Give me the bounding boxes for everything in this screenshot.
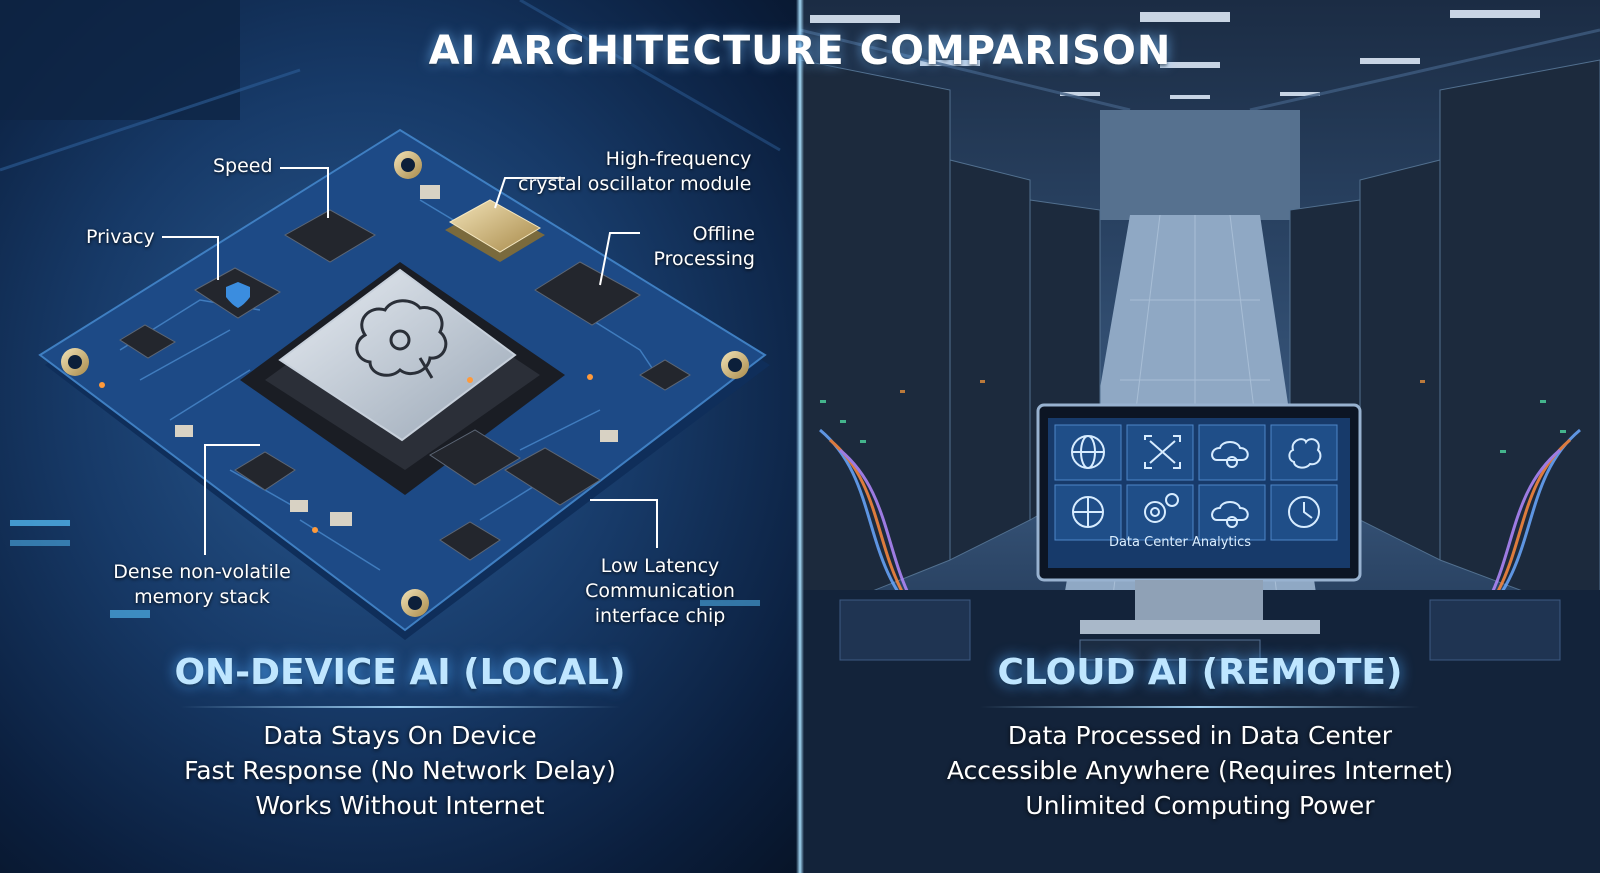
feature-item: Data Processed in Data Center	[1007, 721, 1393, 750]
privacy-callout: Privacy	[86, 225, 155, 250]
data-center-illustration	[800, 10, 1600, 873]
cloud-feature-list: Data Processed in Data Center Accessible…	[800, 718, 1600, 823]
shield-lock-icon	[226, 282, 250, 308]
globe-icon	[1071, 435, 1105, 469]
feature-item: Fast Response (No Network Delay)	[184, 756, 616, 785]
memory-label-line-2: memory stack	[134, 586, 270, 608]
feature-item: Data Stays On Device	[263, 721, 537, 750]
cloud-heading: CLOUD AI (REMOTE)	[997, 652, 1403, 693]
speed-label: Speed	[213, 155, 273, 177]
on-device-heading: ON-DEVICE AI (LOCAL)	[174, 652, 626, 693]
brain-gear-icon	[355, 299, 448, 379]
crystal-label-line-1: High-frequency	[605, 148, 752, 170]
monitor-caption: Data Center Analytics	[1108, 535, 1252, 550]
circuit-board-illustration	[0, 0, 781, 640]
speed-callout: Speed	[213, 154, 273, 179]
on-device-panel: Speed Privacy High-frequency crystal osc…	[0, 0, 800, 873]
feature-item: Works Without Internet	[255, 791, 545, 820]
low-latency-callout: Low Latency Communication interface chip	[585, 554, 735, 629]
memory-label-line-1: Dense non-volatile	[113, 561, 291, 583]
latency-label-line-1: Low Latency	[600, 555, 720, 577]
crystal-oscillator-callout: High-frequency crystal oscillator module	[518, 147, 751, 197]
cloud-gear-icon	[1211, 501, 1249, 528]
crystal-label-line-2: crystal oscillator module	[518, 173, 752, 195]
feature-item: Unlimited Computing Power	[1025, 791, 1375, 820]
on-device-feature-list: Data Stays On Device Fast Response (No N…	[0, 718, 800, 823]
gears-icon	[1144, 493, 1179, 523]
latency-label-line-3: interface chip	[594, 605, 726, 627]
cloud-panel: Data Center Analytics CLOUD AI (REMOTE) …	[800, 0, 1600, 873]
cloud-divider	[980, 706, 1420, 708]
brain-icon	[1288, 438, 1322, 469]
network-globe-icon	[1072, 496, 1104, 528]
on-device-divider	[180, 706, 620, 708]
page-title: AI ARCHITECTURE COMPARISON	[428, 28, 1172, 74]
clock-icon	[1288, 496, 1320, 528]
panel-divider	[796, 0, 804, 873]
offline-label-line-1: Offline	[692, 223, 755, 245]
privacy-label: Privacy	[86, 226, 155, 248]
expand-icon	[1144, 435, 1181, 469]
offline-processing-callout: Offline Processing	[645, 222, 755, 272]
offline-label-line-2: Processing	[653, 248, 755, 270]
feature-item: Accessible Anywhere (Requires Internet)	[946, 756, 1454, 785]
memory-stack-callout: Dense non-volatile memory stack	[112, 560, 292, 610]
cloud-gear-icon	[1211, 441, 1249, 468]
latency-label-line-2: Communication	[585, 580, 735, 602]
